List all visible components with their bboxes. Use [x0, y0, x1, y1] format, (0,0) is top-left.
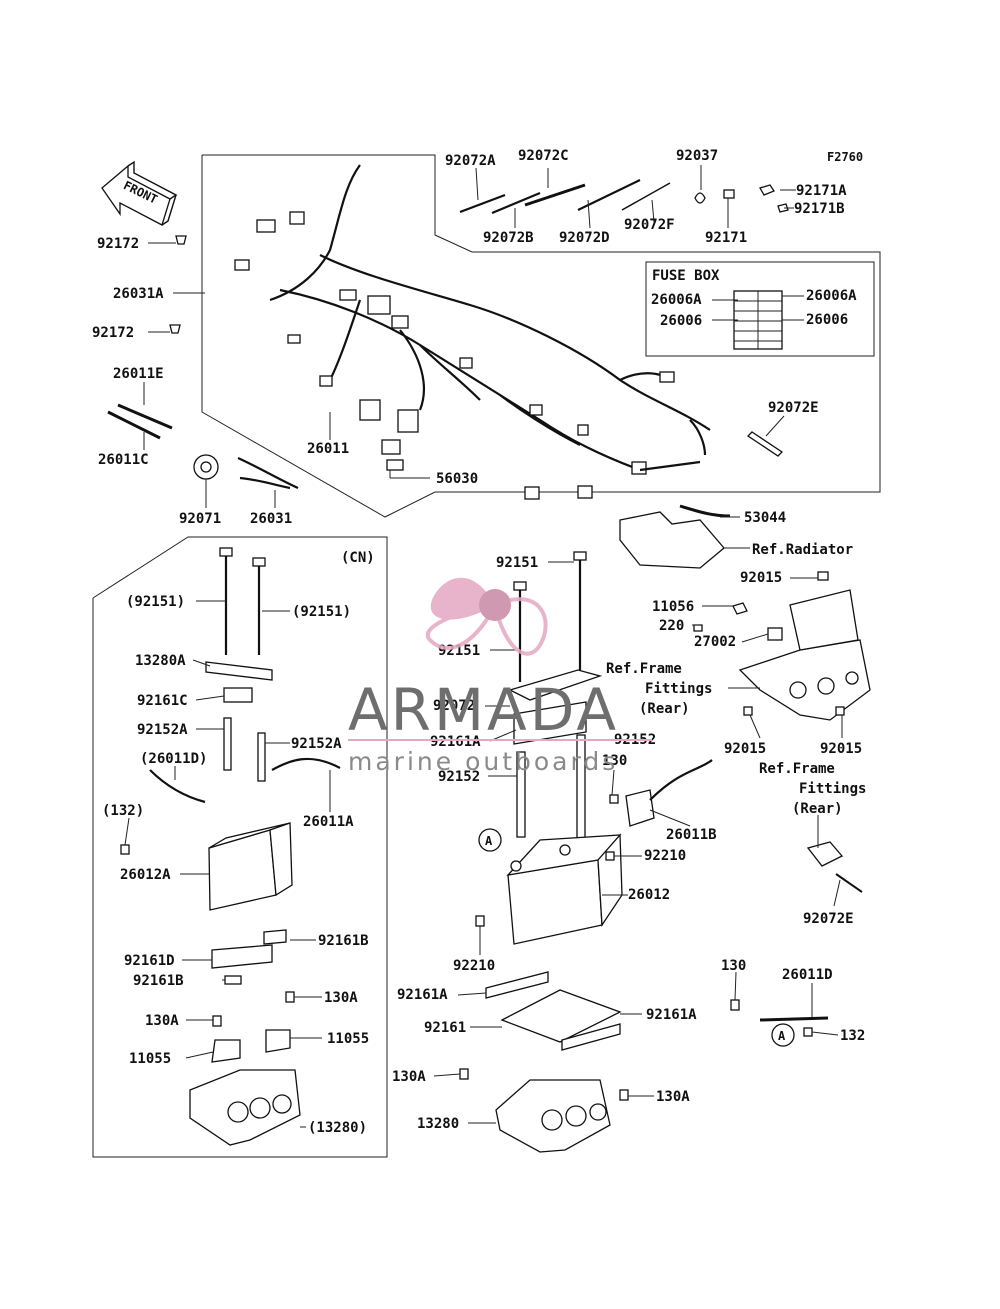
callout-92072d: 92072D — [559, 230, 610, 246]
callout-26011: 26011 — [307, 441, 349, 457]
detail-a-parts: A A — [478, 828, 829, 1047]
callout-92015-top: 92015 — [740, 570, 782, 586]
callout-92161b-right: 92161B — [318, 933, 369, 949]
callout-26011e: 26011E — [113, 366, 164, 382]
callout-26011c: 26011C — [98, 452, 149, 468]
callout-13280a: 13280A — [135, 653, 186, 669]
cn-battery-assembly — [120, 547, 341, 1146]
callout-92151-top: 92151 — [496, 555, 538, 571]
callout-rear-2: (Rear) — [792, 801, 843, 817]
top-left-small-parts — [107, 235, 784, 490]
callout-92172-bottom: 92172 — [92, 325, 134, 341]
circle-ref-a-center: A — [485, 834, 493, 848]
callout-53044: 53044 — [744, 510, 786, 526]
callout-fittings-1: Fittings — [645, 681, 712, 697]
callout-11055-right: 11055 — [327, 1031, 369, 1047]
callout-26011a: 26011A — [303, 814, 354, 830]
rear-frame-fittings-bracket — [693, 571, 871, 893]
callout-92161d: 92161D — [124, 953, 175, 969]
callout-92072b: 92072B — [483, 230, 534, 246]
main-battery-assembly — [459, 551, 713, 1153]
callout-220: 220 — [659, 618, 684, 634]
fuse-box-title: FUSE BOX — [652, 268, 720, 284]
callout-92152-left: 92152 — [438, 769, 480, 785]
figure-code: F2760 — [827, 150, 863, 164]
callout-132-cn: (132) — [102, 803, 144, 819]
callout-92172-top: 92172 — [97, 236, 139, 252]
watermark-brand: ARMADA — [348, 676, 619, 744]
callout-92037: 92037 — [676, 148, 718, 164]
fuse-label-26006-left: 26006 — [660, 313, 702, 329]
callout-92171b: 92171B — [794, 201, 845, 217]
fuse-label-26006a-right: 26006A — [806, 288, 857, 304]
front-arrow-icon: FRONT — [101, 160, 178, 226]
callout-ref-frame-1: Ref.Frame — [606, 661, 682, 677]
callout-92171a: 92171A — [796, 183, 847, 199]
callout-92161c: 92161C — [137, 693, 188, 709]
callout-92161a-left: 92161A — [397, 987, 448, 1003]
callout-27002: 27002 — [694, 634, 736, 650]
cn-variant-box-outline — [92, 536, 388, 1158]
callout-92161: 92161 — [424, 1020, 466, 1036]
cable-ties-group — [459, 179, 789, 215]
callout-92071: 92071 — [179, 511, 221, 527]
callout-26011d-cn: (26011D) — [140, 751, 207, 767]
callout-92072e-top: 92072E — [768, 400, 819, 416]
callout-130a-cn-right: 130A — [324, 990, 358, 1006]
callout-130a-center-left: 130A — [392, 1069, 426, 1085]
callout-92072: 92072 — [433, 698, 475, 714]
callout-92152a-left: 92152A — [137, 722, 188, 738]
callout-26031a: 26031A — [113, 286, 164, 302]
callout-26012a: 26012A — [120, 867, 171, 883]
callout-92152a-right: 92152A — [291, 736, 342, 752]
leader-lines — [124, 165, 843, 1128]
callout-26011d-detail: 26011D — [782, 967, 833, 983]
watermark-tagline: marine outboards — [348, 747, 618, 776]
callout-92161b-left: 92161B — [133, 973, 184, 989]
callout-fittings-2: Fittings — [799, 781, 866, 797]
callout-92210-right: 92210 — [644, 848, 686, 864]
fuse-label-26006a-left: 26006A — [651, 292, 702, 308]
callout-13280: 13280 — [417, 1116, 459, 1132]
callout-26011b: 26011B — [666, 827, 717, 843]
callout-130a-cn-left: 130A — [145, 1013, 179, 1029]
callout-56030: 56030 — [436, 471, 478, 487]
callout-rear-1: (Rear) — [639, 701, 690, 717]
circle-ref-a-detail: A — [778, 1029, 786, 1043]
armada-watermark: ARMADA marine outboards — [348, 577, 652, 776]
fuse-box-inset: FUSE BOX 26006A 26006 26006A 26006 — [645, 261, 875, 357]
callout-92015-left: 92015 — [724, 741, 766, 757]
callout-13280-cn: (13280) — [308, 1120, 367, 1136]
callout-92161a-right: 92161A — [646, 1007, 697, 1023]
callout-26031: 26031 — [250, 511, 292, 527]
callout-92161a-top: 92161A — [430, 734, 481, 750]
callout-92151-cn-left: (92151) — [126, 594, 185, 610]
callout-92015-right: 92015 — [820, 741, 862, 757]
callout-130-center: 130 — [602, 753, 627, 769]
propeller-logo-icon — [425, 577, 548, 656]
callout-26012: 26012 — [628, 887, 670, 903]
callout-labels: 92072A 92072C 92037 92171A 92171B 92072B… — [92, 148, 866, 1136]
callout-132-detail: 132 — [840, 1028, 865, 1044]
radiator-ref-plate — [619, 504, 731, 569]
callout-11056: 11056 — [652, 599, 694, 615]
callout-92210-left: 92210 — [453, 958, 495, 974]
callout-130a-center-right: 130A — [656, 1089, 690, 1105]
main-wiring-harness — [234, 164, 711, 500]
fuse-label-26006-right: 26006 — [806, 312, 848, 328]
callout-ref-radiator: Ref.Radiator — [752, 542, 853, 558]
harness-panel-outline — [201, 154, 881, 518]
callout-92072c: 92072C — [518, 148, 569, 164]
callout-92171: 92171 — [705, 230, 747, 246]
callout-11055-left: 11055 — [129, 1051, 171, 1067]
callout-92072e-bottom: 92072E — [803, 911, 854, 927]
callout-92072f: 92072F — [624, 217, 675, 233]
callout-ref-frame-2: Ref.Frame — [759, 761, 835, 777]
cn-variant-label: (CN) — [341, 550, 375, 566]
callout-130-detail: 130 — [721, 958, 746, 974]
callout-92151-cn-right: (92151) — [292, 604, 351, 620]
callout-92072a: 92072A — [445, 153, 496, 169]
